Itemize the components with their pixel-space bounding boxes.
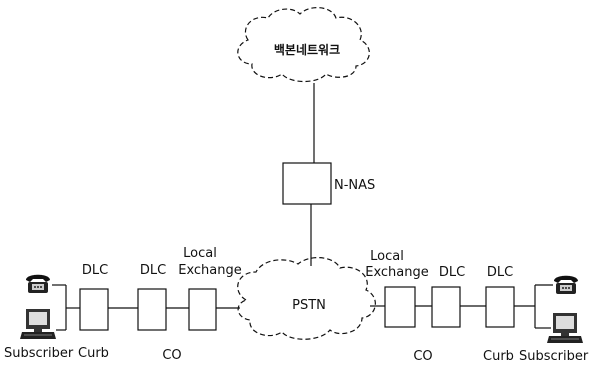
right-subscriber-label: Subscriber (519, 349, 589, 364)
left-telephone-icon (26, 274, 50, 293)
right-co-label: CO (413, 349, 433, 364)
left-co-dlc-label: DLC (139, 263, 167, 278)
left-co-dlc-box (137, 288, 167, 331)
backbone-cloud-label: 백본네트워크 (273, 43, 341, 57)
right-curb-dlc-label: DLC (486, 265, 514, 280)
left-subscriber-label: Subscriber (4, 346, 74, 361)
backbone-cloud (237, 7, 370, 83)
right-local-exchange-box (384, 286, 416, 328)
left-local-exchange-label-line2: Exchange (178, 263, 242, 278)
pstn-cloud (237, 257, 376, 340)
left-local-exchange-label-line1: Local (183, 246, 217, 261)
nnas-box (282, 162, 332, 205)
right-local-exchange-label-line2: Exchange (365, 265, 429, 280)
nnas-label: N-NAS (334, 178, 376, 193)
left-curb-label: Curb (78, 346, 109, 361)
right-curb-label: Curb (483, 349, 514, 364)
right-computer-icon (547, 313, 583, 343)
right-co-dlc-box (431, 286, 461, 328)
right-local-exchange-label-line1: Local (370, 249, 404, 264)
right-curb-dlc-box (485, 286, 515, 328)
left-co-label: CO (162, 348, 182, 363)
left-computer-icon (20, 309, 56, 339)
pstn-cloud-label: PSTN (292, 298, 326, 313)
left-curb-dlc-label: DLC (81, 263, 109, 278)
left-curb-dlc-box (79, 288, 109, 331)
left-local-exchange-box (188, 288, 217, 331)
right-telephone-icon (554, 275, 578, 294)
right-co-dlc-label: DLC (438, 265, 466, 280)
